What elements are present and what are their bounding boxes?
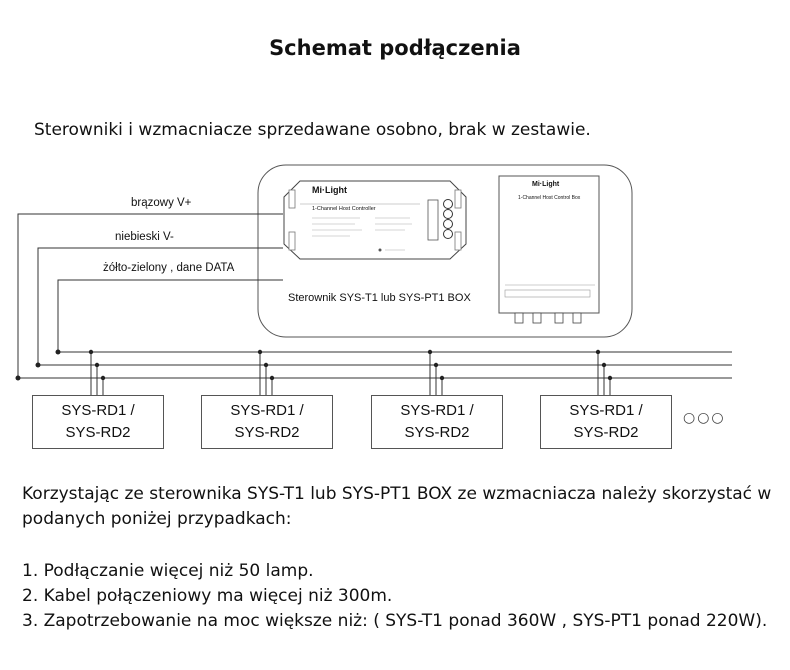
sys-pt1-box-device xyxy=(498,175,600,324)
wire-label-data: żółto-zielony , dane DATA xyxy=(103,262,235,274)
page-title: Schemat podłączenia xyxy=(269,36,521,60)
junction-dot xyxy=(55,349,61,355)
drops-receiver-1 xyxy=(88,349,106,395)
t1-brand-logo: Mi·Light xyxy=(312,185,347,195)
receiver-box: SYS-RD1 / SYS-RD2 xyxy=(540,395,672,449)
sold-separately-note: Sterowniki i wzmacniacze sprzedawane oso… xyxy=(34,120,591,140)
drops-receiver-3 xyxy=(427,349,445,395)
wire-data xyxy=(57,279,283,352)
receiver-box: SYS-RD1 / SYS-RD2 xyxy=(371,395,503,449)
drops-receiver-2 xyxy=(257,349,275,395)
instruction-item: 2. Kabel połączeniowy ma więcej niż 300m… xyxy=(22,586,393,606)
receiver-model-line1: SYS-RD1 / xyxy=(61,402,135,419)
wire-label-vminus: niebieski V- xyxy=(115,231,174,243)
receiver-box: SYS-RD1 / SYS-RD2 xyxy=(32,395,164,449)
receiver-model-line2: SYS-RD2 xyxy=(404,424,470,441)
receiver-model-line2: SYS-RD2 xyxy=(234,424,300,441)
receiver-model-line1: SYS-RD1 / xyxy=(230,402,304,419)
instructions-intro-line2: podanych poniżej przypadkach: xyxy=(22,509,292,529)
controller-label: Sterownik SYS-T1 lub SYS-PT1 BOX xyxy=(288,292,471,304)
receiver-model-line2: SYS-RD2 xyxy=(573,424,639,441)
receiver-model-line2: SYS-RD2 xyxy=(65,424,131,441)
box-device-name: 1-Channel Host Control Box xyxy=(518,195,581,201)
receiver-box: SYS-RD1 / SYS-RD2 xyxy=(201,395,333,449)
instruction-item: 3. Zapotrzebowanie na moc większe niż: (… xyxy=(22,611,768,631)
wire-label-vplus: brązowy V+ xyxy=(131,197,192,209)
more-receivers-symbol: ○○○ xyxy=(683,410,726,426)
receiver-model-line1: SYS-RD1 / xyxy=(400,402,474,419)
instructions-intro-line1: Korzystając ze sterownika SYS-T1 lub SYS… xyxy=(22,484,772,504)
box-brand-logo: Mi·Light xyxy=(532,181,560,188)
sys-t1-device xyxy=(283,180,467,260)
instruction-item: 1. Podłączanie więcej niż 50 lamp. xyxy=(22,561,314,581)
t1-device-name: 1-Channel Host Controller xyxy=(312,206,376,212)
receiver-model-line1: SYS-RD1 / xyxy=(569,402,643,419)
wire-vminus xyxy=(37,247,283,365)
junction-dot xyxy=(15,375,21,381)
wire-vplus xyxy=(17,213,283,378)
junction-dot xyxy=(35,362,41,368)
drops-receiver-4 xyxy=(595,349,613,395)
